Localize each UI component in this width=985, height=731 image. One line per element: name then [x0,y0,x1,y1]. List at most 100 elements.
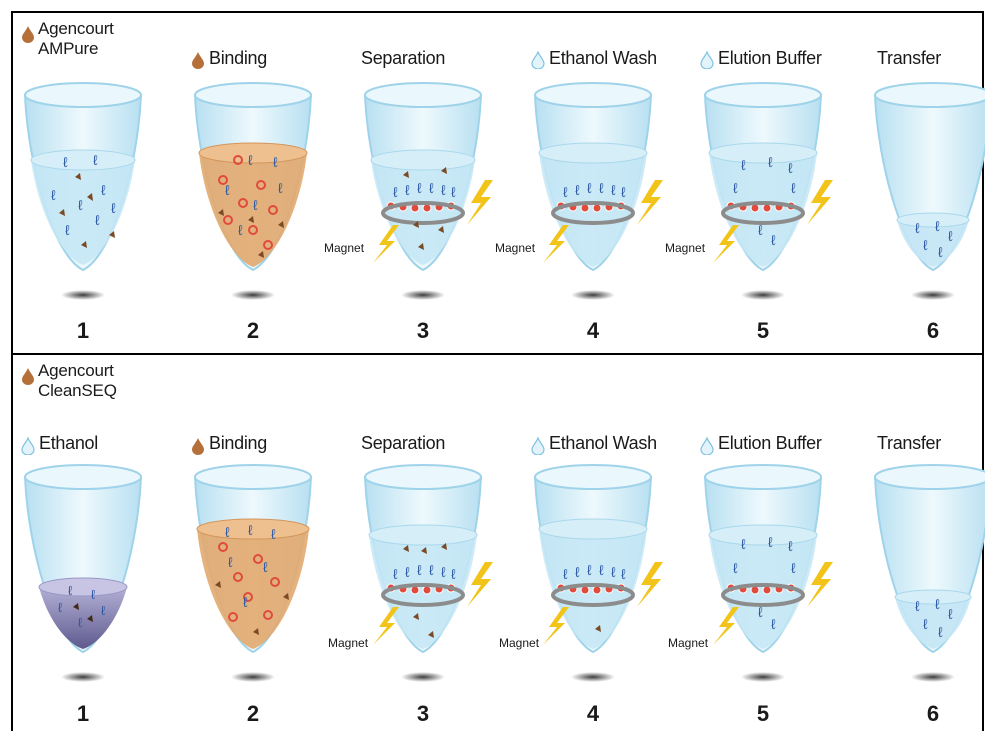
panel-cleanseq: Agencourt CleanSEQ Ethanol Binding Separ… [13,355,982,731]
blue-drop-icon [700,437,714,455]
svg-text:ℓ: ℓ [599,180,604,196]
svg-text:ℓ: ℓ [111,200,116,216]
brown-drop-icon [21,25,35,43]
svg-text:ℓ: ℓ [95,212,100,228]
svg-text:ℓ: ℓ [563,184,568,200]
svg-text:ℓ: ℓ [788,538,793,554]
svg-text:ℓ: ℓ [938,624,943,640]
svg-text:ℓ: ℓ [563,566,568,582]
svg-text:ℓ: ℓ [441,182,446,198]
svg-text:ℓ: ℓ [791,180,796,196]
svg-text:ℓ: ℓ [441,564,446,580]
step-label-ethanol-wash: Ethanol Wash [549,433,657,454]
svg-text:ℓ: ℓ [587,180,592,196]
svg-text:ℓ: ℓ [273,154,278,170]
lightning-bolt-icon [637,180,663,225]
svg-text:ℓ: ℓ [451,566,456,582]
kit-label-line: Agencourt [38,361,117,381]
svg-text:ℓ: ℓ [788,160,793,176]
lightning-bolt-icon [467,180,493,225]
step-number-3: 3 [403,318,443,344]
brown-drop-icon [191,437,205,455]
step-label-transfer: Transfer [877,48,941,69]
svg-text:ℓ: ℓ [278,180,283,196]
step-number-2: 2 [233,318,273,344]
svg-text:ℓ: ℓ [78,197,83,213]
svg-text:ℓ: ℓ [575,564,580,580]
svg-text:ℓ: ℓ [599,562,604,578]
svg-text:ℓ: ℓ [429,562,434,578]
svg-text:ℓ: ℓ [791,560,796,576]
svg-text:ℓ: ℓ [948,228,953,244]
blue-drop-icon [21,437,35,455]
magnet-label: Magnet [668,636,708,650]
step-label-elution-buffer: Elution Buffer [718,433,822,454]
step-number-3: 3 [403,701,443,727]
svg-text:ℓ: ℓ [741,157,746,173]
svg-text:ℓ: ℓ [405,564,410,580]
step-number-4: 4 [573,701,613,727]
svg-text:ℓ: ℓ [225,182,230,198]
svg-text:ℓ: ℓ [393,184,398,200]
svg-text:ℓ: ℓ [393,566,398,582]
step-label-ethanol-wash: Ethanol Wash [549,48,657,69]
svg-text:ℓ: ℓ [733,180,738,196]
svg-text:ℓ: ℓ [771,616,776,632]
svg-text:ℓ: ℓ [65,222,70,238]
panel-ampure: Agencourt AMPure Binding Separation Etha… [13,13,982,353]
svg-text:ℓ: ℓ [238,222,243,238]
kit-label-cleanseq: Agencourt CleanSEQ [38,361,117,401]
brown-drop-icon [21,367,35,385]
svg-text:ℓ: ℓ [417,562,422,578]
svg-text:ℓ: ℓ [271,526,276,542]
svg-text:ℓ: ℓ [733,560,738,576]
magnet-label: Magnet [324,241,364,255]
lightning-bolt-icon [637,562,663,607]
svg-text:ℓ: ℓ [948,606,953,622]
svg-text:ℓ: ℓ [451,184,456,200]
magnet-label: Magnet [495,241,535,255]
svg-text:ℓ: ℓ [63,154,68,170]
svg-text:ℓ: ℓ [611,564,616,580]
kit-label-ampure: Agencourt AMPure [38,19,114,59]
step-label-transfer: Transfer [877,433,941,454]
svg-text:ℓ: ℓ [771,232,776,248]
step-number-6: 6 [913,701,953,727]
svg-text:ℓ: ℓ [923,616,928,632]
magnet-label: Magnet [499,636,539,650]
step-number-6: 6 [913,318,953,344]
svg-text:ℓ: ℓ [405,182,410,198]
svg-text:ℓ: ℓ [611,182,616,198]
svg-text:ℓ: ℓ [915,598,920,614]
magnet-label: Magnet [665,241,705,255]
blue-drop-icon [531,51,545,69]
tube-shadows [61,290,955,300]
step-label-separation: Separation [361,48,445,69]
tube-2: ℓℓ ℓℓ ℓℓ [195,465,311,652]
blue-drop-icon [700,51,714,69]
svg-text:ℓ: ℓ [938,244,943,260]
svg-text:ℓ: ℓ [429,180,434,196]
svg-text:ℓ: ℓ [923,237,928,253]
blue-drop-icon [531,437,545,455]
svg-text:ℓ: ℓ [935,596,940,612]
step-number-4: 4 [573,318,613,344]
step-label-binding: Binding [209,48,267,69]
svg-text:ℓ: ℓ [915,220,920,236]
svg-text:ℓ: ℓ [253,197,258,213]
step-label-ethanol: Ethanol [39,433,98,454]
svg-text:ℓ: ℓ [935,218,940,234]
tube-shadows [61,672,955,682]
step-number-5: 5 [743,318,783,344]
brown-drop-icon [191,51,205,69]
